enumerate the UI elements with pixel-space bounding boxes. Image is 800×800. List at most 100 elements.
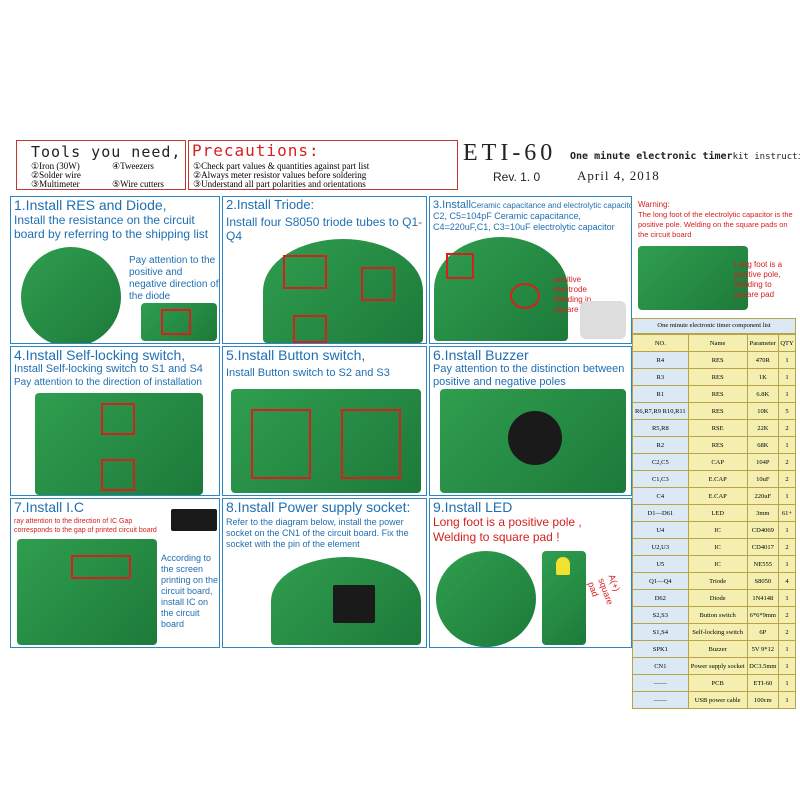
step-title: 5.Install Button switch, [226,347,366,363]
table-cell: 470R [746,351,780,369]
table-cell: 6*6*9mm [746,606,780,624]
step-text: Refer to the diagram below, install the … [226,517,409,549]
table-cell: RES [687,368,748,386]
table-cell: Self-locking switch [687,623,748,641]
tool-item: ③Multimeter [31,179,80,189]
step-title: 8.Install Power supply socket: [226,499,411,515]
step-text: ray attention to the direction of IC Gap… [14,518,157,534]
step-text-2: Pay attention to the direction of instal… [14,377,202,388]
warning-panel: Warning: The long foot of the electrolyt… [634,200,796,312]
step-title-tail: Ceramic capacitance and electrolytic cap… [470,201,632,210]
table-cell: RES [687,385,748,403]
table-cell: 2 [778,470,796,488]
tools-box: Tools you need, ①Iron (30W) ④Tweezers ②S… [16,140,186,190]
table-cell: Diode [687,589,748,607]
step-text: C2, C5=104pF Ceramic capacitance, C4=220… [433,211,615,232]
table-cell: R2 [632,436,689,454]
step-text: Install Button switch to S2 and S3 [226,367,390,379]
table-cell: 1 [778,691,796,709]
parts-table-title: One minute electronic timer component li… [632,318,796,334]
pcb-image [231,389,421,493]
table-cell: 1 [778,555,796,573]
table-cell: D62 [632,589,689,607]
table-cell: C2,C5 [632,453,689,471]
table-cell: E.CAP [687,470,748,488]
table-cell: 1K [746,368,780,386]
table-cell: 3mm [746,504,780,522]
highlight-box [251,409,311,479]
table-cell: U4 [632,521,689,539]
warning-callout: Long foot is a positive pole, Welding to… [734,260,783,299]
column-header: NO. [632,334,689,352]
highlight-box [101,459,135,491]
table-cell: R1 [632,385,689,403]
warning-text: The long foot of the electrolytic capaci… [638,210,793,239]
table-cell: CD4069 [746,521,780,539]
tool-item: ⑤Wire cutters [112,179,164,189]
step-note: A(+) square pad [585,573,622,607]
step-5-panel: 5.Install Button switch, Install Button … [222,346,427,496]
step-7-panel: 7.Install I.C ray attention to the direc… [10,498,220,648]
table-cell: RES [687,402,748,420]
step-2-panel: 2.Install Triode: Install four S8050 tri… [222,196,427,344]
table-cell: E.CAP [687,487,748,505]
step-title: 1.Install RES and Diode, [14,197,167,213]
highlight-box [361,267,395,301]
table-cell: —— [632,691,689,709]
table-cell: D1—D61 [632,504,689,522]
product-title: ETI-60 [463,140,557,166]
buzzer-image [508,411,562,465]
table-cell: Power supply socket [687,657,748,675]
highlight-box [283,255,327,289]
table-cell: R3 [632,368,689,386]
step-9-panel: 9.Install LED Long foot is a positive po… [429,498,632,648]
table-cell: IC [687,521,748,539]
date: April 4, 2018 [577,168,660,183]
parts-table-container: One minute electronic timer component li… [632,318,796,709]
step-note: Pay attention to the positive and negati… [129,255,219,302]
table-cell: C1,C3 [632,470,689,488]
capacitor-closeup [638,246,748,310]
table-cell: 10K [746,402,780,420]
table-cell: 1 [778,436,796,454]
table-cell: RES [687,351,748,369]
step-title: 4.Install Self-locking switch, [14,347,186,363]
precautions-box: Precautions: ①Check part values & quanti… [188,140,458,190]
table-cell: 61+ [778,504,796,522]
capacitor-photo [580,301,626,339]
table-cell: R6,R7,R9 R10,R11 [632,402,689,420]
table-cell: 104P [746,453,780,471]
precaution-item: ②Always meter resistor values before sol… [193,170,367,180]
table-cell: U5 [632,555,689,573]
table-cell: 1 [778,368,796,386]
table-cell: U2,U3 [632,538,689,556]
step-1-panel: 1.Install RES and Diode, Install the res… [10,196,220,344]
highlight-box [293,315,327,343]
table-cell: 10uF [746,470,780,488]
step-note: According to the screen printing on the … [161,553,219,629]
table-cell: IC [687,555,748,573]
column-header: QTY [778,334,796,352]
table-cell: 1 [778,657,796,675]
table-cell: SPK1 [632,640,689,658]
table-cell: RSE [687,419,748,437]
product-subtitle: One minute electronic timerkit instructi… [570,151,800,162]
